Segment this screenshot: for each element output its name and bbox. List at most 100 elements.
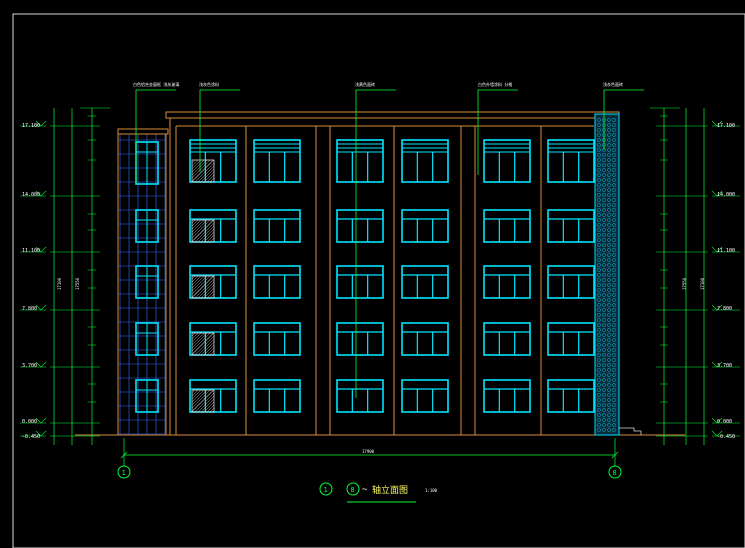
tower-tile [597, 318, 601, 322]
hatch-line [191, 275, 211, 295]
tower-tile [597, 378, 601, 382]
tower-tile [612, 168, 616, 172]
hatch-panel [191, 332, 215, 356]
hatch-line [191, 275, 199, 283]
tower-tile [607, 388, 611, 392]
tower-tile [607, 158, 611, 162]
tower-tile [597, 268, 601, 272]
hatch-line [212, 353, 215, 356]
tower-tile [607, 263, 611, 267]
tower-tile [597, 183, 601, 187]
title-tilde: ~ [362, 485, 368, 495]
tower-tile [602, 163, 606, 167]
window [547, 139, 595, 183]
dim-texts: 17100 17550 17100 17550 [57, 277, 705, 290]
tower-tile [597, 278, 601, 282]
tower-tile [612, 298, 616, 302]
tower-tile [602, 233, 606, 237]
hatch-line [206, 404, 215, 413]
window [483, 265, 531, 299]
tower-tile [597, 178, 601, 182]
window [547, 322, 595, 356]
tower-tile [602, 318, 606, 322]
tower-tile [612, 253, 616, 257]
level-label-right-4: 7.800 [717, 306, 732, 312]
hatch-line [191, 389, 214, 412]
tower-tile [597, 248, 601, 252]
tower-tile [612, 278, 616, 282]
tower-tile [612, 388, 616, 392]
tower-tile [607, 298, 611, 302]
tower-tile [597, 363, 601, 367]
level-marker-left [35, 361, 47, 368]
tower-tile [612, 198, 616, 202]
tower-tile [607, 228, 611, 232]
tower-tile [612, 263, 616, 267]
level-marker-left [35, 304, 47, 311]
hatch-line [191, 219, 196, 224]
tower-tile [607, 273, 611, 277]
window [483, 139, 531, 183]
tower-tile [597, 403, 601, 407]
tower-tile [597, 313, 601, 317]
tower-tile [602, 188, 606, 192]
level-label-left-6: 0.000 [22, 419, 37, 425]
hatch-line [197, 281, 215, 299]
hatch-line [191, 159, 202, 170]
tower-tile [597, 323, 601, 327]
hatch-line [206, 347, 215, 356]
tower-tile [612, 423, 616, 427]
hatch-line [191, 332, 215, 356]
tower-tile [597, 128, 601, 132]
hatch-line [212, 410, 215, 413]
level-label-left-7: -0.450 [22, 434, 40, 440]
tower-tile [612, 293, 616, 297]
tower-tile [607, 323, 611, 327]
tower-tile [607, 233, 611, 237]
tower-tile [597, 258, 601, 262]
hatch-panel [191, 389, 215, 413]
tower-tile [597, 203, 601, 207]
tower-tile [602, 358, 606, 362]
level-label-right-7: -0.450 [717, 434, 735, 440]
tower-tile [612, 188, 616, 192]
tower-tile [597, 273, 601, 277]
tower-tile [597, 343, 601, 347]
tower-tile [607, 343, 611, 347]
tower-tile [607, 303, 611, 307]
tower-tile [602, 328, 606, 332]
tower-tile [602, 268, 606, 272]
callout-label-5: 浅灰色面砖 [603, 81, 623, 87]
tower-tile [612, 333, 616, 337]
tower-tile [602, 373, 606, 377]
tower-tile [612, 288, 616, 292]
tower-tile [602, 248, 606, 252]
hatch-line [200, 341, 215, 356]
hatch-line [191, 389, 202, 400]
tower-tile [597, 138, 601, 142]
hatch-line [191, 219, 214, 242]
hatch-line [212, 180, 215, 183]
tower-tile [612, 153, 616, 157]
tower-tile [602, 368, 606, 372]
level-label-right-2: 14.000 [717, 192, 735, 198]
tower-tile [612, 418, 616, 422]
tower-tile [602, 313, 606, 317]
tower-tile [597, 153, 601, 157]
callout-leader-3 [355, 89, 396, 398]
hatch-line [206, 290, 215, 299]
tower-tile [602, 393, 606, 397]
tower-tile [597, 238, 601, 242]
hatch-line [191, 219, 205, 233]
tower-tile [607, 223, 611, 227]
hatch-line [191, 159, 196, 164]
window-grid [135, 139, 595, 413]
hatch-line [206, 234, 215, 243]
tower-tile [607, 143, 611, 147]
tower-tile [612, 123, 616, 127]
tower-tile [597, 253, 601, 257]
tower-tile [597, 143, 601, 147]
tower-tile [597, 388, 601, 392]
window [336, 322, 384, 356]
